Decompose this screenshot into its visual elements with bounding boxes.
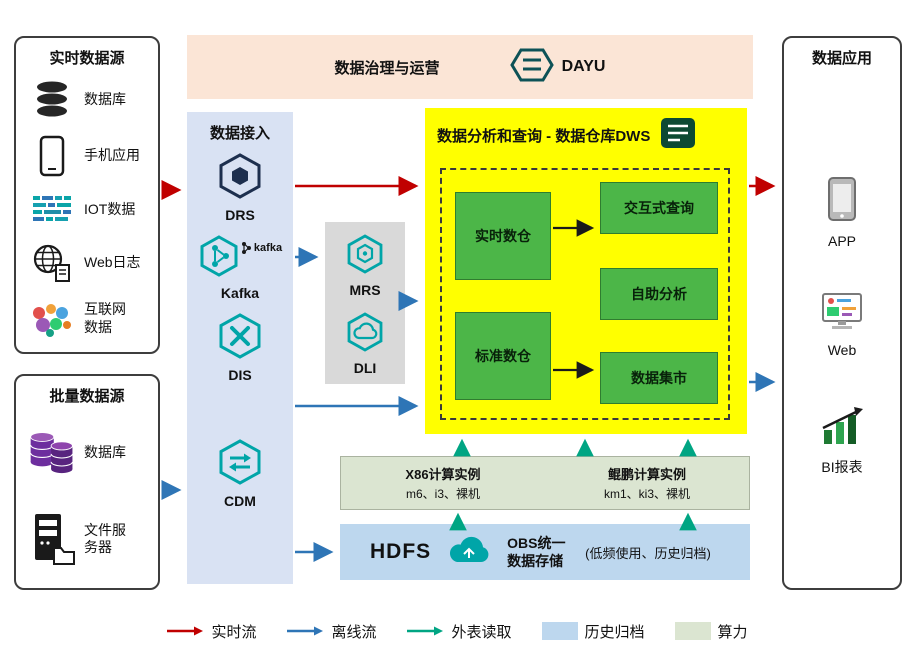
kunpeng-compute-cell: 鲲鹏计算实例 km1、ki3、裸机 xyxy=(545,457,749,509)
archive-swatch xyxy=(541,622,578,640)
obs-label: OBS统一数据存储 xyxy=(507,534,566,569)
internet-data-icon xyxy=(28,300,76,338)
app-item-app: APP xyxy=(827,176,857,249)
legend-compute: 算力 xyxy=(674,621,748,642)
service-label: DRS xyxy=(225,207,255,223)
globe-log-icon xyxy=(28,243,76,283)
source-item-mobile-app: 手机应用 xyxy=(16,135,158,177)
self-service-analysis-box: 自助分析 xyxy=(600,268,718,320)
batch-sources-panel: 批量数据源 数据库 xyxy=(14,374,160,590)
iot-icon xyxy=(28,194,76,226)
x86-models: m6、i3、裸机 xyxy=(405,487,480,501)
dayu-label: DAYU xyxy=(561,58,606,75)
dws-report-icon xyxy=(660,117,696,153)
dli-hexagon-icon xyxy=(345,312,385,357)
web-monitor-icon xyxy=(819,291,865,336)
source-item-database: 数据库 xyxy=(16,426,158,480)
legend-external-read: 外表读取 xyxy=(406,621,512,642)
realtime-sources-panel: 实时数据源 数据库 手机应 xyxy=(14,36,160,354)
obs-note: (低频使用、历史归档) xyxy=(585,545,711,561)
dis-hexagon-icon xyxy=(217,313,263,364)
drs-hexagon-icon xyxy=(217,153,263,204)
data-ingestion-column: 数据接入 DRS xyxy=(187,112,293,584)
kafka-hexagon-icon xyxy=(198,235,240,282)
processing-box: MRS DLI xyxy=(325,222,405,384)
standard-warehouse-box: 标准数仓 xyxy=(455,312,551,400)
dayu-brand: DAYU xyxy=(509,48,606,87)
dws-analysis-box: 数据分析和查询 - 数据仓库DWS 实时数仓 标准数仓 交互式查询 自助分析 数… xyxy=(425,108,747,434)
file-server-icon xyxy=(28,512,76,566)
app-item-label: BI报表 xyxy=(821,459,863,475)
legend: 实时流 离线流 外表读取 历史归档 算力 xyxy=(0,616,914,646)
service-cdm: CDM xyxy=(217,439,263,509)
obs-cloud-icon xyxy=(445,534,493,571)
storage-box: HDFS OBS统一数据存储 (低频使用、历史归档) xyxy=(340,524,750,580)
mobile-phone-icon xyxy=(28,135,76,177)
database-icon xyxy=(28,80,76,118)
source-item-label: Web日志 xyxy=(84,254,141,271)
source-item-label: IOT数据 xyxy=(84,201,136,218)
ingestion-title: 数据接入 xyxy=(209,125,270,142)
app-item-bi: BI报表 xyxy=(819,404,865,477)
cdm-hexagon-icon xyxy=(217,439,263,490)
mrs-hexagon-icon xyxy=(345,234,385,279)
source-item-label: 互联网数据 xyxy=(84,301,126,335)
batch-sources-list: 数据库 文件服务器 xyxy=(16,410,158,582)
source-item-database: 数据库 xyxy=(16,80,158,118)
service-label: DIS xyxy=(228,367,252,383)
service-kafka: kafka Kafka xyxy=(198,235,282,301)
service-label: CDM xyxy=(224,493,256,509)
source-item-label: 数据库 xyxy=(84,90,126,107)
service-label: DLI xyxy=(353,360,377,376)
service-label: Kafka xyxy=(220,285,260,301)
red-arrow-icon xyxy=(167,626,204,636)
service-mrs: MRS xyxy=(345,234,385,298)
source-item-label: 手机应用 xyxy=(84,147,140,164)
x86-title: X86计算实例 xyxy=(405,467,481,482)
legend-archive: 历史归档 xyxy=(541,621,645,642)
service-dis: DIS xyxy=(217,313,263,383)
teal-arrow-icon xyxy=(407,626,444,636)
database-cluster-icon xyxy=(28,426,76,480)
realtime-warehouse-box: 实时数仓 xyxy=(455,192,551,280)
hdfs-label: HDFS xyxy=(370,540,432,563)
applications-title: 数据应用 xyxy=(811,50,872,67)
app-item-label: Web xyxy=(827,342,857,358)
app-item-label: APP xyxy=(827,233,856,249)
compute-instances-box: X86计算实例 m6、i3、裸机 鲲鹏计算实例 km1、ki3、裸机 xyxy=(340,456,750,510)
service-drs: DRS xyxy=(217,153,263,223)
data-mart-box: 数据集市 xyxy=(600,352,718,404)
dws-title: 数据分析和查询 - 数据仓库DWS xyxy=(437,127,651,145)
governance-bar: 数据治理与运营 DAYU xyxy=(187,35,753,99)
dws-dashed-border xyxy=(440,168,730,420)
kafka-wordmark: kafka xyxy=(240,241,282,255)
legend-offline-flow: 离线流 xyxy=(286,621,376,642)
realtime-sources-title: 实时数据源 xyxy=(49,50,125,67)
legend-realtime-flow: 实时流 xyxy=(166,621,256,642)
realtime-sources-list: 数据库 手机应用 xyxy=(16,72,158,346)
source-item-file-server: 文件服务器 xyxy=(16,512,158,566)
kunpeng-models: km1、ki3、裸机 xyxy=(603,487,690,501)
blue-arrow-icon xyxy=(287,626,324,636)
dayu-icon xyxy=(509,48,554,87)
x86-compute-cell: X86计算实例 m6、i3、裸机 xyxy=(341,457,545,509)
source-item-iot: IOT数据 xyxy=(16,194,158,226)
source-item-label: 文件服务器 xyxy=(84,521,126,556)
applications-panel: 数据应用 APP xyxy=(782,36,902,590)
service-dli: DLI xyxy=(345,312,385,376)
compute-swatch xyxy=(674,622,711,640)
source-item-web-log: Web日志 xyxy=(16,243,158,283)
kafka-logo-icon xyxy=(241,242,251,254)
app-item-web: Web xyxy=(819,291,865,358)
source-item-label: 数据库 xyxy=(84,444,126,461)
interactive-query-box: 交互式查询 xyxy=(600,182,718,234)
source-item-internet-data: 互联网数据 xyxy=(16,300,158,338)
kunpeng-title: 鲲鹏计算实例 xyxy=(607,467,686,482)
applications-list: APP Web xyxy=(784,104,900,477)
app-phone-icon xyxy=(827,176,857,227)
governance-title: 数据治理与运营 xyxy=(334,59,440,77)
service-label: MRS xyxy=(349,282,381,298)
bi-chart-icon xyxy=(819,404,865,451)
batch-sources-title: 批量数据源 xyxy=(49,388,125,405)
